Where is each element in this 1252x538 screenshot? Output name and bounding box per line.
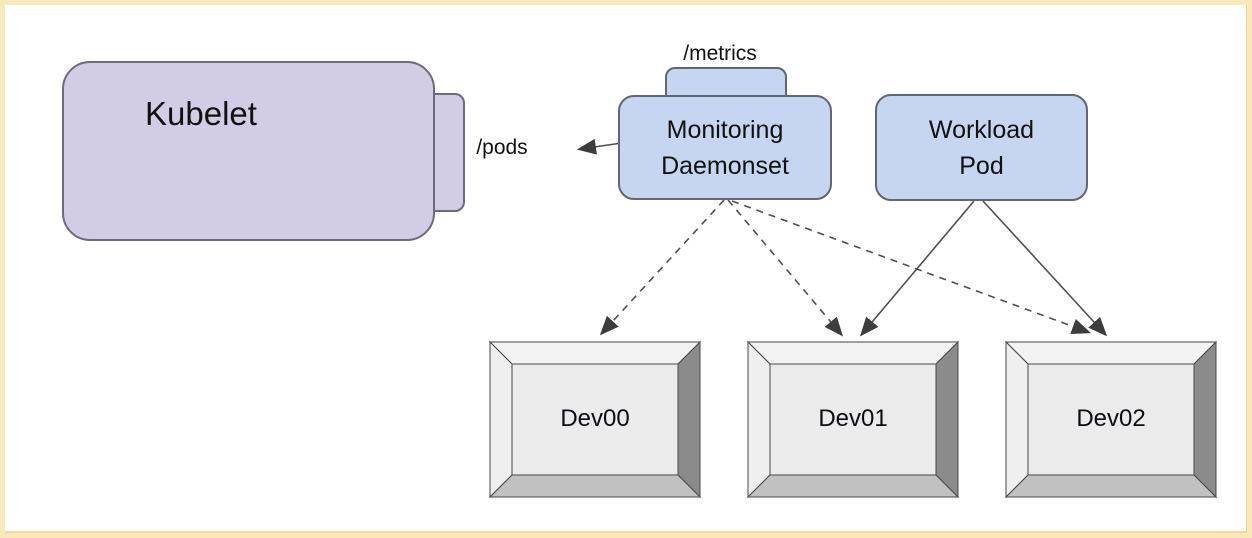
device-label-dev00: Dev00	[560, 405, 630, 432]
edge-monitoring-to-dev02	[731, 200, 1092, 334]
metrics-endpoint-label: /metrics	[683, 42, 757, 65]
edge-monitoring-to-dev01	[727, 199, 844, 337]
edges-and-devices-layer	[488, 138, 1218, 499]
edge-monitoring-to-kubelet-pods	[576, 138, 623, 155]
workload-pod-node: Workload Pod	[875, 94, 1088, 201]
edge-workload-to-dev01	[859, 200, 975, 337]
monitoring-daemonset-node: Monitoring Daemonset	[618, 95, 832, 200]
device-box-dev02	[1004, 340, 1218, 499]
device-label-dev01: Dev01	[818, 405, 888, 432]
pods-endpoint-label: /pods	[476, 136, 528, 159]
device-box-dev01	[746, 340, 960, 499]
device-label-dev02: Dev02	[1076, 405, 1146, 432]
edge-monitoring-to-dev00	[599, 199, 725, 336]
edge-workload-to-dev02	[982, 200, 1108, 337]
kubelet-label: Kubelet	[145, 95, 257, 132]
device-box-dev00	[488, 340, 702, 499]
kubelet-node	[62, 61, 435, 241]
